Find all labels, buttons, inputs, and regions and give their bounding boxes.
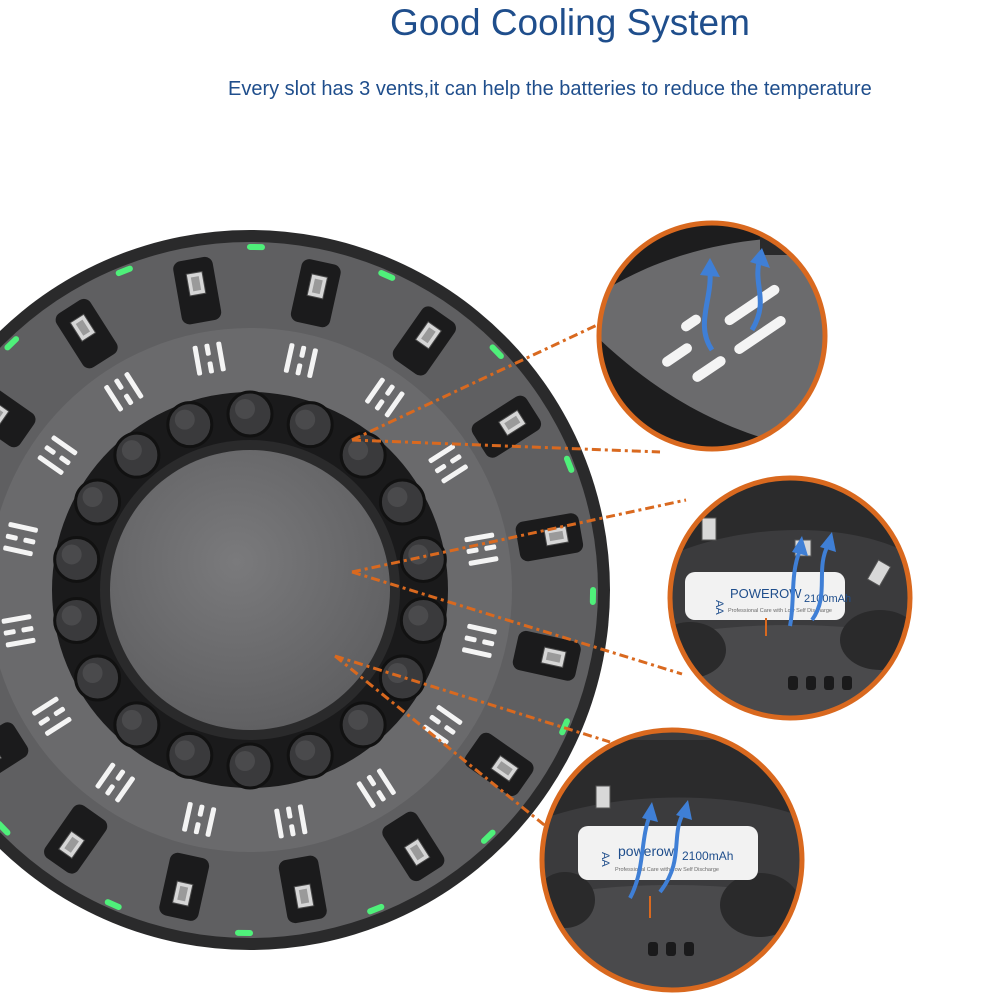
outer-battery-slot xyxy=(515,513,584,562)
leader-line-vent-top xyxy=(351,316,613,442)
outer-battery-slot xyxy=(290,259,341,328)
vent-group xyxy=(365,377,405,418)
led-indicator xyxy=(367,903,385,915)
vent-group xyxy=(32,696,72,736)
outer-battery-slot xyxy=(392,306,456,376)
outer-battery-slot xyxy=(0,722,29,785)
zoom-slot-closeup-2: AA powerow 2100mAh Professional Care wit… xyxy=(539,727,805,993)
outer-battery-slot xyxy=(173,256,222,325)
outer-slot-ring xyxy=(0,256,584,924)
battery-1-brand: POWEROW xyxy=(730,586,802,601)
zoom-slot-closeup-1: AA POWEROW 2100mAh Professional Care wit… xyxy=(667,475,913,721)
outer-battery-slot xyxy=(382,811,445,882)
outer-battery-slot xyxy=(44,804,108,874)
airflow-arrows-slot2 xyxy=(628,810,686,899)
zoom-border-slot1 xyxy=(667,475,913,721)
vent-group xyxy=(104,372,144,412)
charger-body xyxy=(0,230,610,950)
airflow-arrows-vent xyxy=(701,257,763,352)
led-indicator xyxy=(115,265,133,277)
led-indicator xyxy=(378,270,396,281)
vent-group xyxy=(3,522,38,557)
vent-group xyxy=(428,444,468,484)
vent-group xyxy=(283,343,318,378)
battery-2-size: AA xyxy=(599,852,611,867)
leader-line-vent-bottom xyxy=(351,438,661,454)
vent-group xyxy=(462,623,497,658)
battery-1-size: AA xyxy=(713,600,725,615)
battery-2-brand: powerow xyxy=(618,843,675,859)
battery-2-tagline: Professional Care with Low Self Discharg… xyxy=(615,867,719,873)
outer-battery-slot xyxy=(159,852,210,921)
leader-lines xyxy=(334,316,687,830)
vent-group xyxy=(95,762,135,803)
headline-title: Good Cooling System xyxy=(390,2,750,43)
zoom-border-vent xyxy=(596,220,828,452)
outer-battery-slot xyxy=(512,630,581,681)
vent-group xyxy=(182,802,217,837)
zoom-vent-closeup xyxy=(596,220,828,452)
inner-slot-ring xyxy=(53,390,447,790)
airflow-arrows-slot1 xyxy=(788,544,830,627)
battery-1: AA POWEROW 2100mAh Professional Care wit… xyxy=(685,572,851,620)
outer-battery-slot xyxy=(471,395,542,458)
outer-battery-slot xyxy=(278,855,327,924)
led-indicator xyxy=(235,929,254,937)
battery-1-tagline: Professional Care with Low Self Discharg… xyxy=(728,608,832,614)
led-indicator xyxy=(0,820,11,836)
vent-group xyxy=(464,532,499,566)
battery-2-capacity: 2100mAh xyxy=(682,849,733,863)
outer-battery-slot xyxy=(0,384,36,448)
vent-group xyxy=(37,435,78,475)
vent-group xyxy=(192,341,226,376)
led-indicator xyxy=(480,829,496,844)
vent-group xyxy=(274,804,308,839)
headline-subtitle: Every slot has 3 vents,it can help the b… xyxy=(228,78,872,100)
charger-hub xyxy=(110,450,390,730)
leader-line-slot2-top xyxy=(334,654,611,744)
zoom-border-slot2 xyxy=(539,727,805,993)
led-indicator xyxy=(589,586,597,605)
battery-1-capacity: 2100mAh xyxy=(804,593,851,605)
outer-battery-slot xyxy=(464,732,534,796)
led-indicator xyxy=(563,455,575,473)
vent-group xyxy=(422,705,463,745)
outer-battery-slot xyxy=(55,298,118,369)
led-indicator xyxy=(246,243,265,251)
leader-line-slot1-top xyxy=(351,498,687,574)
led-indicator xyxy=(489,344,504,360)
battery-2: AA powerow 2100mAh Professional Care wit… xyxy=(578,826,758,880)
led-indicator xyxy=(104,899,122,910)
inner-vent-ring xyxy=(1,341,499,839)
led-indicator xyxy=(4,336,20,351)
vent-slots-zoomed xyxy=(662,284,786,382)
leader-line-slot1-bottom xyxy=(351,570,683,676)
vent-group xyxy=(356,768,396,808)
vent-group xyxy=(1,614,36,648)
leader-line-slot2-bottom xyxy=(334,654,549,830)
